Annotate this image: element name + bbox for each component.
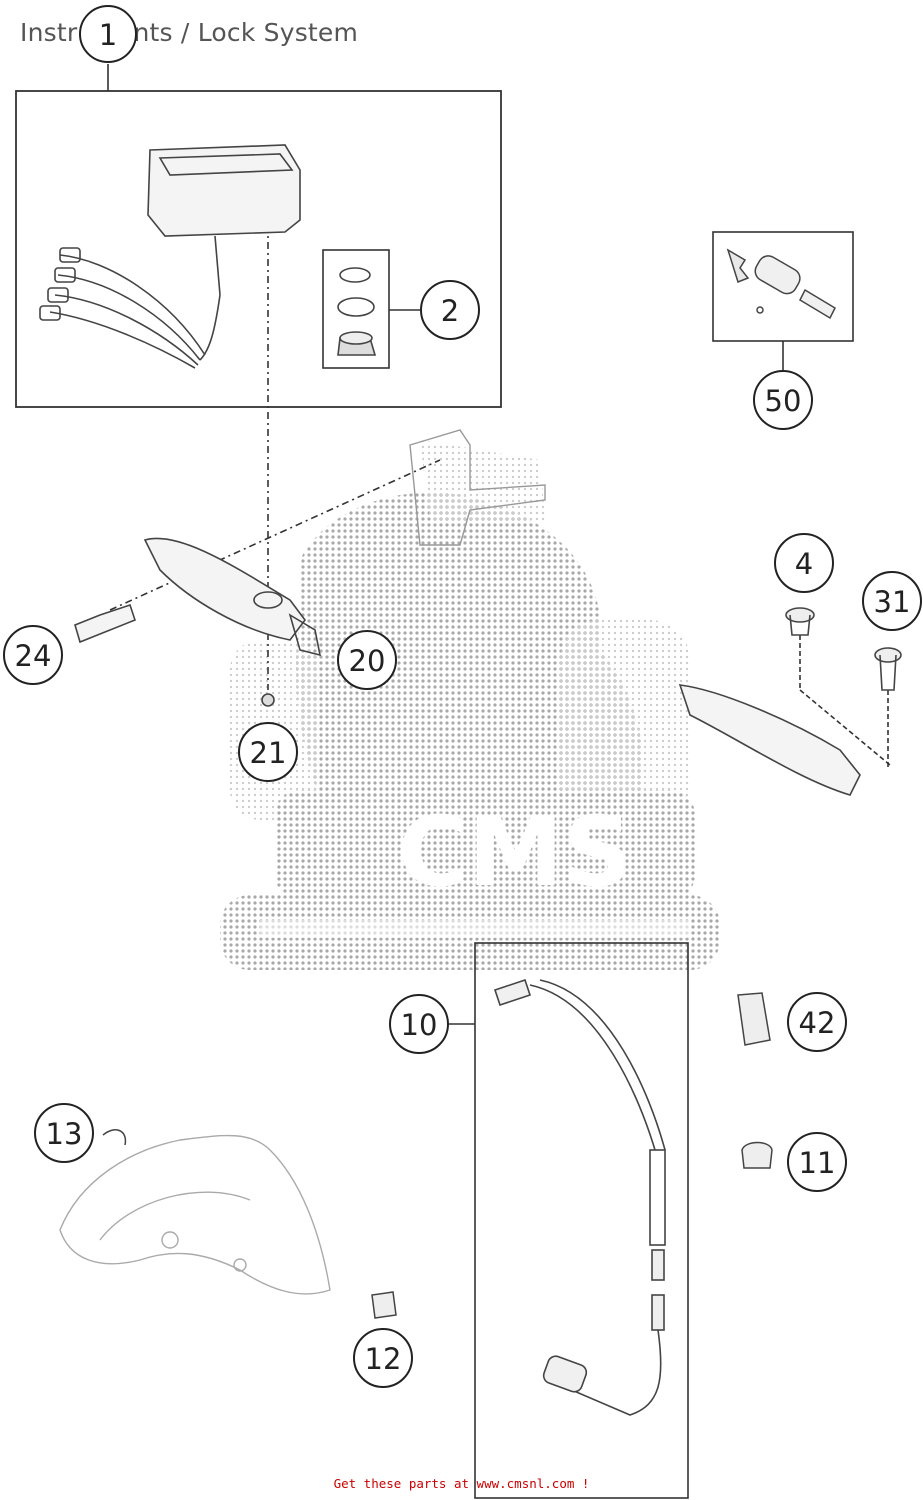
callout-11-label: 11 xyxy=(799,1146,836,1180)
callout-50-label: 50 xyxy=(765,384,802,418)
callout-4: 4 xyxy=(774,533,834,593)
callout-42-label: 42 xyxy=(799,1006,836,1040)
callout-13: 13 xyxy=(34,1103,94,1163)
speedometer-unit-drawing xyxy=(39,144,301,369)
footer-shop-link[interactable]: Get these parts at www.cmsnl.com ! xyxy=(333,1476,590,1491)
callout-10: 10 xyxy=(389,994,449,1054)
front-fork-guard-drawing xyxy=(59,1134,331,1295)
seal-kit-box xyxy=(322,249,390,369)
callout-11: 11 xyxy=(787,1132,847,1192)
speed-sensor-box xyxy=(474,942,689,1499)
callout-42: 42 xyxy=(787,992,847,1052)
cms-watermark-logo: CMS xyxy=(220,440,720,970)
instrument-assembly-box xyxy=(15,90,502,408)
callout-12: 12 xyxy=(353,1328,413,1388)
mounting-bracket-drawing xyxy=(409,429,546,546)
callout-2-label: 2 xyxy=(441,294,459,328)
leader-lines xyxy=(107,64,891,1025)
callout-12-label: 12 xyxy=(365,1342,402,1376)
watermark-logo-text: CMS xyxy=(397,796,632,908)
callout-4-label: 4 xyxy=(795,547,813,581)
callout-20: 20 xyxy=(337,630,397,690)
callout-13-label: 13 xyxy=(46,1117,83,1151)
instrument-bracket-drawing xyxy=(74,537,322,707)
callout-31-label: 31 xyxy=(874,585,911,619)
speed-sensor-cable-drawing xyxy=(493,978,666,1416)
callout-2: 2 xyxy=(420,280,480,340)
page-title: Instruments / Lock System xyxy=(20,18,359,47)
callout-21-label: 21 xyxy=(250,736,287,770)
callout-50: 50 xyxy=(753,370,813,430)
callout-10-label: 10 xyxy=(401,1008,438,1042)
callout-1: 1 xyxy=(79,5,137,63)
bracket-with-lock-drawing xyxy=(678,607,902,796)
seal-kit-drawing xyxy=(337,267,377,356)
lock-set-drawing xyxy=(726,248,836,320)
callout-31: 31 xyxy=(862,571,922,631)
callout-21: 21 xyxy=(238,722,298,782)
callout-1-label: 1 xyxy=(99,18,117,52)
lock-set-box xyxy=(712,231,854,342)
callout-20-label: 20 xyxy=(349,644,386,678)
small-parts-drawing xyxy=(102,992,773,1319)
callout-24-label: 24 xyxy=(15,639,52,673)
callout-24: 24 xyxy=(3,625,63,685)
